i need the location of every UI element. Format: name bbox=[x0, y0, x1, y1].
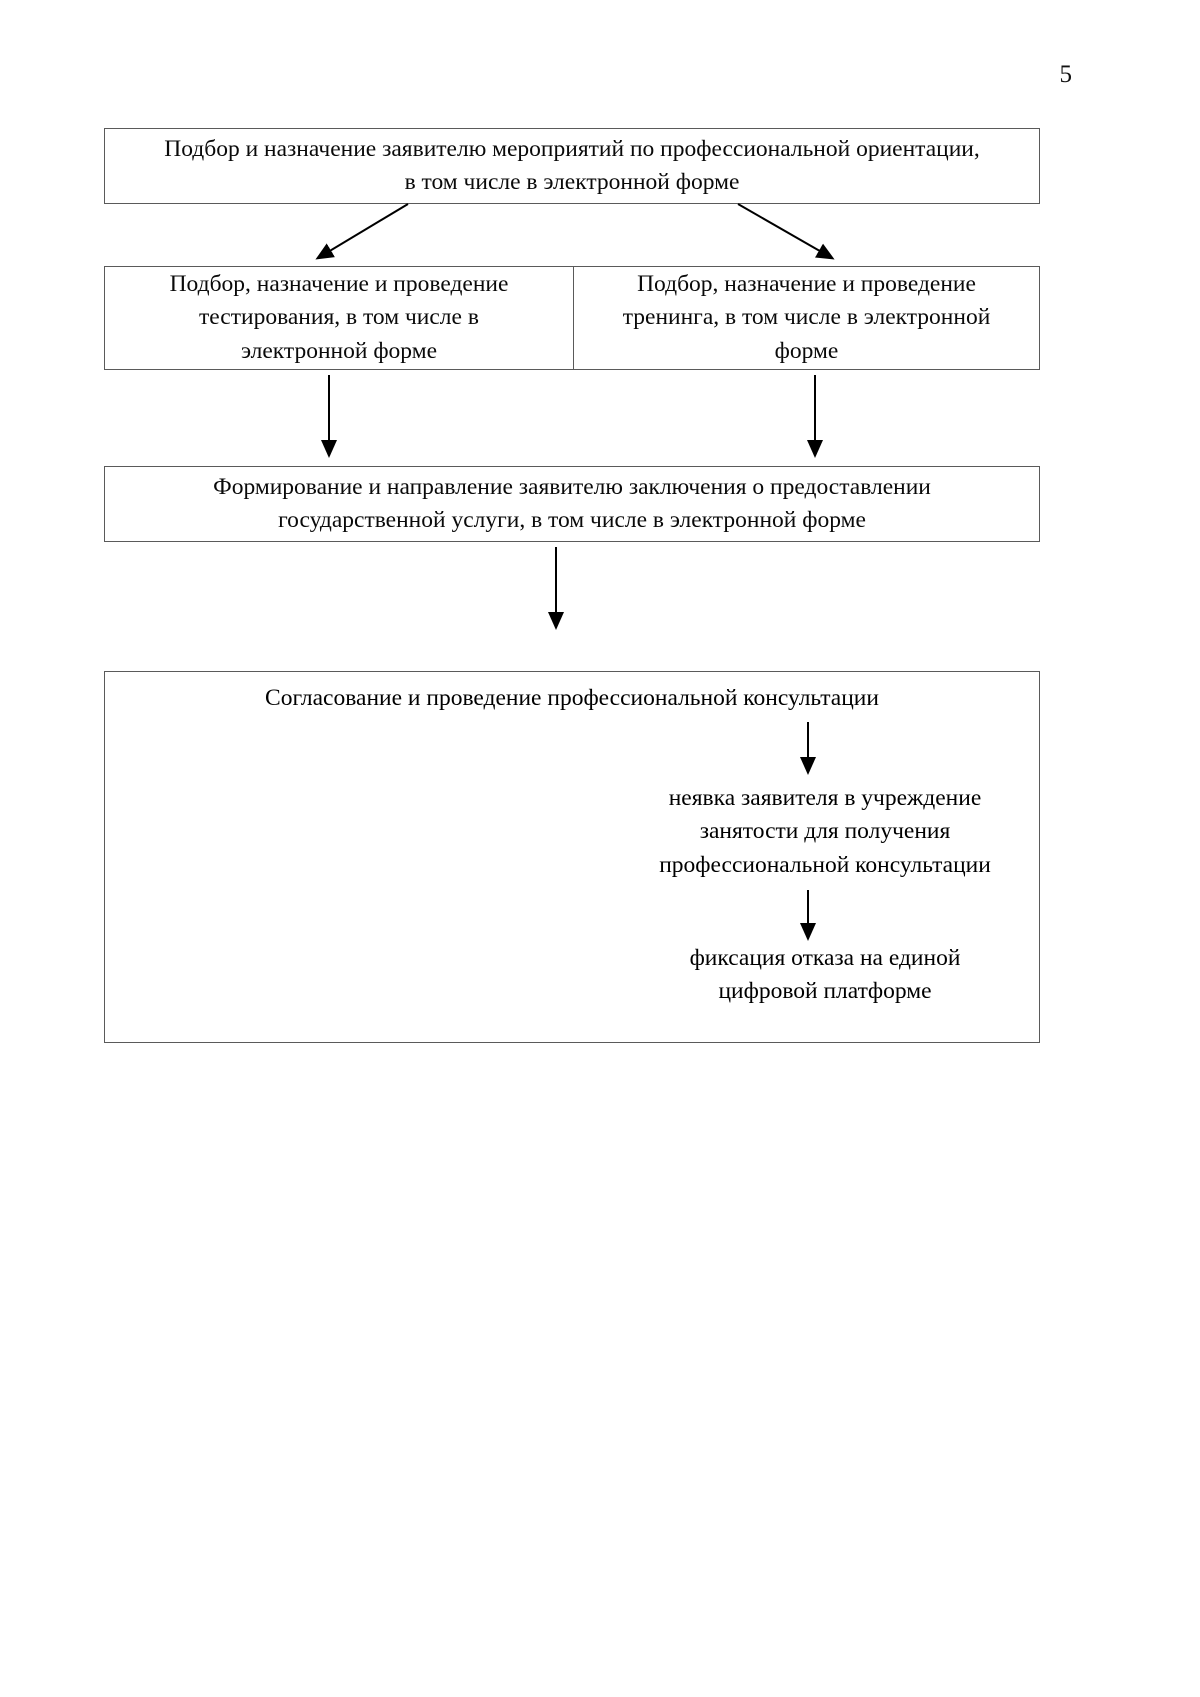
box-testing-line-3: электронной форме bbox=[240, 337, 437, 364]
box-intake-text: Подбор и назначение заявителю мероприяти… bbox=[150, 133, 994, 200]
no-show-line-1: неявка заявителя в учреждение bbox=[668, 785, 982, 811]
box-training-line-3: форме bbox=[774, 337, 839, 364]
box-conclusion-line-2: государственной услуги, в том числе в эл… bbox=[278, 507, 866, 533]
box-intake-line-1: Подбор и назначение заявителю мероприяти… bbox=[164, 135, 980, 162]
consultation-step-no-show: неявка заявителя в учреждение занятости … bbox=[605, 782, 1045, 882]
flowchart-box-conclusion: Формирование и направление заявителю зак… bbox=[104, 466, 1040, 542]
flowchart-box-intake: Подбор и назначение заявителю мероприяти… bbox=[104, 128, 1040, 204]
box-consultation-title: Согласование и проведение профессиональн… bbox=[265, 685, 879, 711]
box-conclusion-text: Формирование и направление заявителю зак… bbox=[199, 471, 945, 538]
flowchart-box-testing: Подбор, назначение и проведение тестиров… bbox=[104, 266, 574, 370]
box-conclusion-line-1: Формирование и направление заявителю зак… bbox=[213, 473, 931, 500]
box-training-line-2: тренинга, в том числе в электронной bbox=[622, 304, 991, 331]
consultation-step-refusal-record: фиксация отказа на единой цифровой платф… bbox=[605, 942, 1045, 1009]
refusal-line-2: цифровой платформе bbox=[718, 978, 932, 1005]
no-show-line-2: занятости для получения bbox=[699, 818, 951, 845]
box-intake-line-2: в том числе в электронной форме bbox=[404, 169, 740, 195]
page-number: 5 bbox=[1059, 61, 1073, 88]
box-testing-text: Подбор, назначение и проведение тестиров… bbox=[156, 268, 523, 368]
flowchart-box-training: Подбор, назначение и проведение тренинга… bbox=[573, 266, 1040, 370]
flowchart-box-consultation: Согласование и проведение профессиональн… bbox=[104, 671, 1040, 1043]
box-training-text: Подбор, назначение и проведение тренинга… bbox=[609, 268, 1005, 368]
box-training-line-1: Подбор, назначение и проведение bbox=[637, 270, 976, 297]
box-testing-line-2: тестирования, в том числе в bbox=[199, 304, 479, 331]
no-show-line-3: профессиональной консультации bbox=[659, 851, 991, 878]
box-testing-line-1: Подбор, назначение и проведение bbox=[169, 270, 509, 297]
connector-intake-to-testing bbox=[315, 203, 409, 260]
refusal-line-1: фиксация отказа на единой bbox=[689, 945, 961, 971]
connector-intake-to-training bbox=[737, 203, 835, 260]
